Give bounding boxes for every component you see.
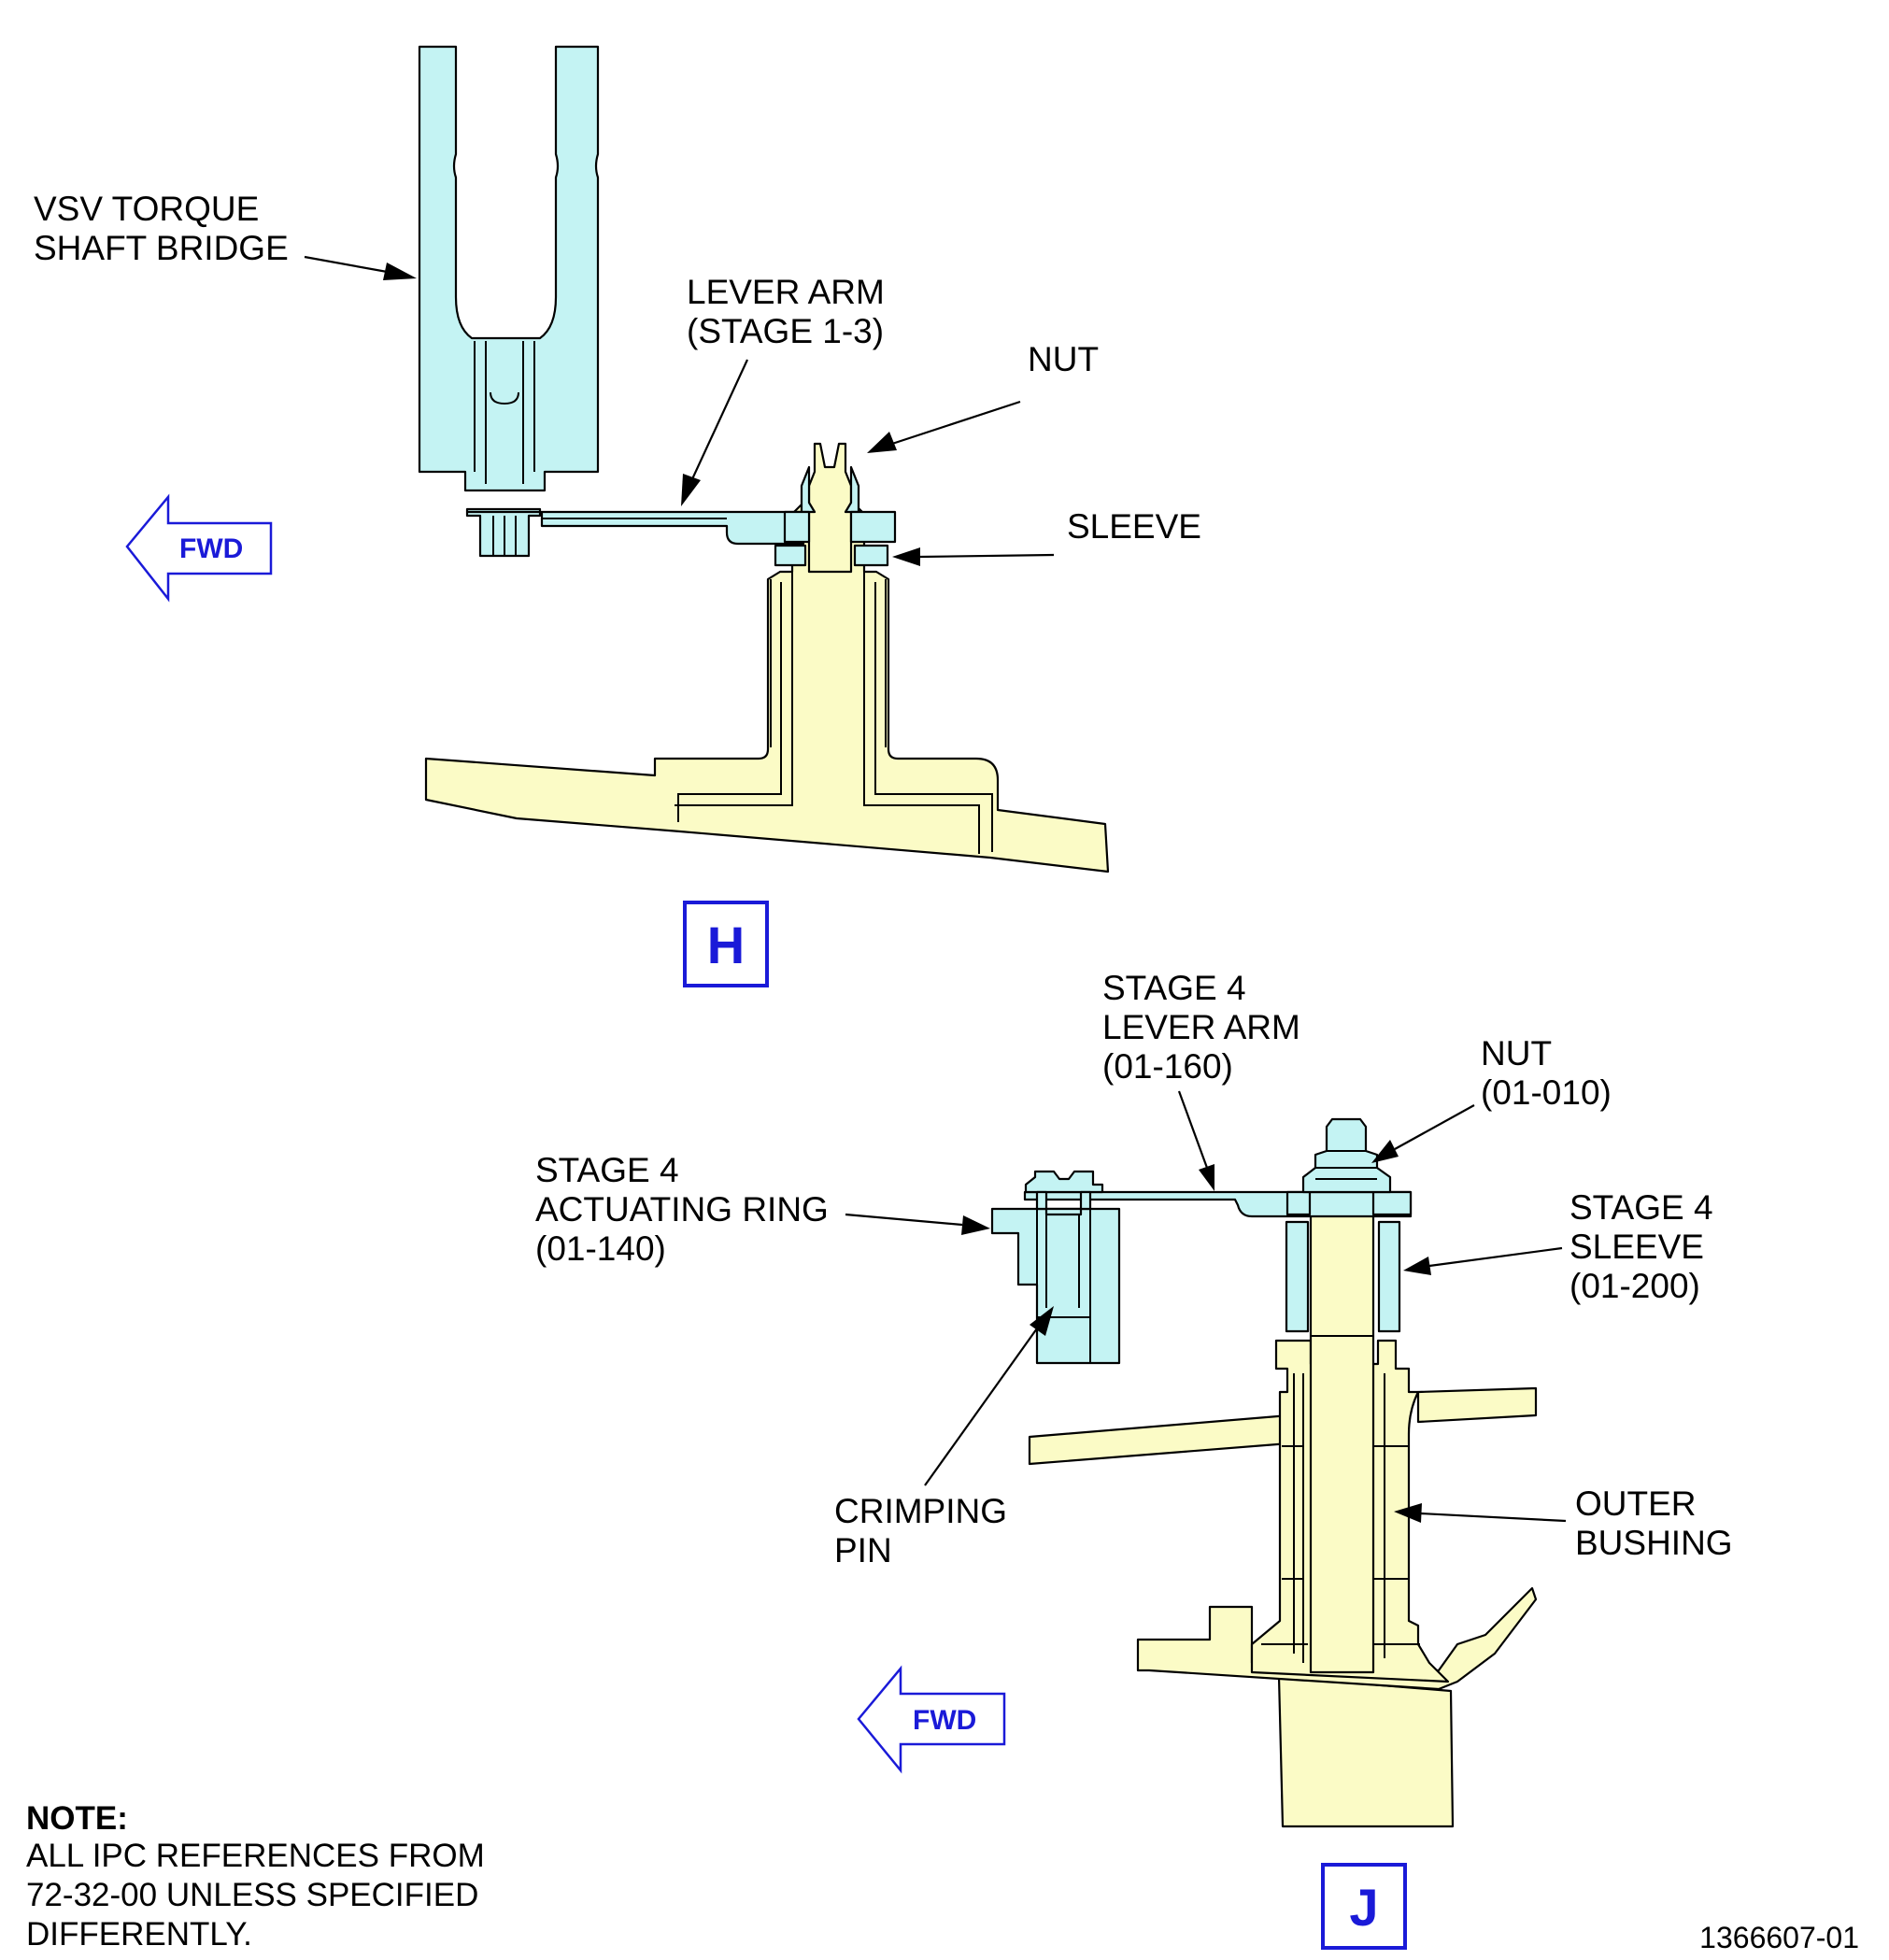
view-h-casing — [424, 484, 1110, 873]
view-j-drawing — [990, 1117, 1538, 1828]
leader-arrowhead — [892, 547, 920, 566]
leader-arrowhead — [961, 1215, 990, 1235]
view-j-callout-nut: NUT(01-010) — [1371, 1034, 1612, 1163]
leader-line — [690, 359, 748, 482]
view-j-pin-head — [1024, 1170, 1104, 1194]
leader-line — [845, 1213, 963, 1227]
view-h-washer — [783, 510, 897, 544]
view-j-sleeve-left — [1285, 1220, 1310, 1333]
view-j-blade — [1277, 1675, 1455, 1828]
leader-line — [919, 553, 1055, 559]
view-h-bolt-thread — [492, 516, 517, 556]
view-h-bushing-left — [675, 572, 793, 822]
figure-number: 1366607-01 — [1699, 1921, 1859, 1954]
view-j-nut — [1301, 1117, 1392, 1194]
view-h-sleeve — [774, 544, 889, 567]
callout-text: NUT — [1028, 340, 1099, 378]
leader-line — [891, 400, 1021, 446]
view-h-nut — [800, 465, 860, 514]
view-h-fwd-arrow: FWD — [125, 493, 273, 603]
leader-line — [1419, 1512, 1567, 1523]
note-heading: NOTE: — [26, 1800, 128, 1837]
view-j-right-flange — [1416, 1386, 1538, 1424]
view-h-bushing-inner-lines — [770, 579, 887, 747]
note-block: NOTE: ALL IPC REFERENCES FROM 72-32-00 U… — [26, 1800, 485, 1953]
leader-arrowhead — [1199, 1164, 1214, 1191]
leader-arrowhead — [681, 474, 701, 506]
view-j-label: J — [1349, 1878, 1378, 1937]
view-j-actuating-ring — [990, 1207, 1121, 1365]
view-j-upper-flange — [1028, 1413, 1291, 1466]
view-j-stem — [1309, 1194, 1375, 1674]
leader-arrowhead — [1030, 1306, 1054, 1336]
callout-text: SLEEVE — [1067, 507, 1201, 546]
view-h-fwd-label: FWD — [179, 533, 243, 564]
view-j-lower-platform — [1136, 1586, 1538, 1691]
view-h-callout-nut: NUT — [867, 340, 1099, 453]
view-j-actuating-ring-bore — [1036, 1209, 1091, 1363]
leader-arrowhead — [1394, 1503, 1422, 1523]
leader-line — [1428, 1246, 1563, 1268]
view-j-label-box — [1321, 1863, 1407, 1950]
note-line: 72-32-00 UNLESS SPECIFIED — [26, 1877, 478, 1913]
note-line: ALL IPC REFERENCES FROM — [26, 1838, 485, 1874]
leader-line — [924, 1328, 1038, 1486]
view-h-bridge-bore — [474, 341, 535, 484]
view-h-stem — [807, 442, 853, 574]
view-h-torque-shaft-bridge — [418, 45, 600, 492]
leader-arrowhead — [1403, 1257, 1431, 1275]
view-j-sleeve-right — [1377, 1220, 1401, 1333]
view-h-label: H — [707, 916, 745, 974]
view-j-fwd-label: FWD — [913, 1705, 976, 1736]
leader-arrowhead — [867, 432, 897, 453]
view-j-stem-shoulders — [1311, 1335, 1373, 1673]
view-h-fwd-arrow-outline — [125, 493, 273, 603]
view-h-callout-lever-arm: LEVER ARM(STAGE 1-3) — [681, 273, 885, 506]
view-h-drawing — [418, 45, 1110, 873]
leader-line — [1177, 1090, 1209, 1169]
callout-text: NUT(01-010) — [1481, 1034, 1612, 1112]
view-j-fwd-arrow: FWD — [857, 1665, 1006, 1774]
note-line: DIFFERENTLY. — [26, 1916, 252, 1953]
leader-line — [1394, 1104, 1475, 1150]
view-j-pin-body — [1035, 1190, 1092, 1216]
leader-line — [304, 255, 393, 275]
leader-arrowhead — [383, 263, 417, 280]
view-j-fwd-arrow-outline — [857, 1665, 1006, 1774]
leader-arrowhead — [1371, 1140, 1399, 1163]
callout-text: LEVER ARM(STAGE 1-3) — [687, 273, 885, 350]
view-h-callout-sleeve: SLEEVE — [892, 507, 1201, 566]
view-j-lever-arm — [1023, 1190, 1413, 1218]
view-h-label-box — [683, 901, 769, 987]
view-j-nut-lines — [1315, 1150, 1377, 1180]
view-h-lever-arm — [465, 510, 805, 546]
view-h-bushing-right — [863, 572, 993, 854]
